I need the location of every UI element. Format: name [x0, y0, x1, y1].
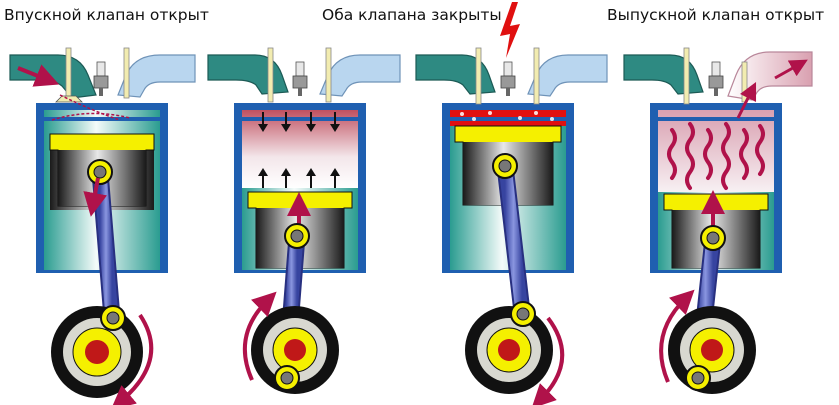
engine-intake-stroke — [9, 47, 196, 405]
engine-power-stroke — [415, 2, 608, 405]
rotation-arrow-icon — [110, 313, 154, 405]
engine-exhaust-stroke — [623, 47, 813, 394]
spark-plug-icon — [708, 61, 724, 96]
rotation-arrow-icon — [242, 291, 277, 381]
spark-plug-icon — [292, 61, 308, 96]
engine-compression-stroke — [207, 47, 401, 394]
rotation-arrow-icon — [531, 316, 565, 405]
label-intake-valve-open: Впускной клапан открыт — [4, 6, 209, 24]
rotation-arrow-icon — [659, 289, 695, 383]
label-both-valves-closed: Оба клапана закрыты — [322, 6, 502, 24]
spark-plug-icon — [500, 61, 516, 96]
label-exhaust-valve-open: Выпускной клапан открыт — [607, 6, 825, 24]
spark-plug-icon — [93, 61, 109, 96]
lightning-bolt-icon — [500, 2, 520, 58]
